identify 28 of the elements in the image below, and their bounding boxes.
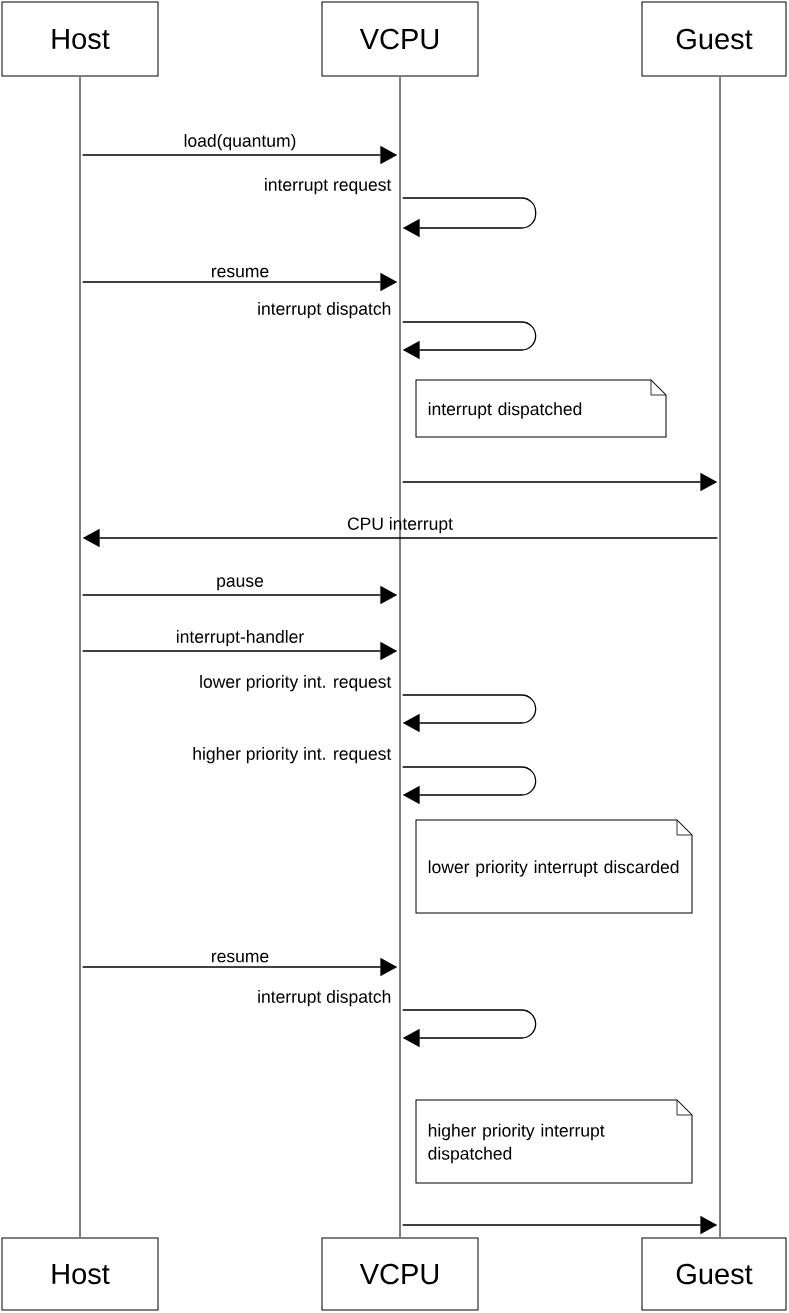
lifeline xyxy=(79,76,81,1238)
message-label: interrupt dispatch xyxy=(258,990,391,1007)
participant-box: VCPU xyxy=(321,1,479,77)
self-message-arrow xyxy=(402,694,537,733)
message-label: resume xyxy=(212,952,269,963)
lifeline xyxy=(399,76,401,1238)
lifeline xyxy=(719,76,721,1238)
self-message-arrow xyxy=(402,766,537,805)
note: lower priority interrupt discarded xyxy=(415,819,693,914)
participant-box: VCPU xyxy=(321,1237,479,1311)
message-label: interrupt dispatch xyxy=(258,302,391,319)
message-label: lower priority int. request xyxy=(200,675,392,692)
message-label: resume xyxy=(212,267,269,278)
self-message-arrow xyxy=(402,321,537,360)
message-label: pause xyxy=(217,577,264,591)
message-label: higher priority int. request xyxy=(193,747,392,764)
message-label: interrupt-handler xyxy=(177,630,304,647)
note: interrupt dispatched xyxy=(415,379,667,438)
message-label: load(quantum) xyxy=(184,134,296,151)
note: higher priority interrupt dispatched xyxy=(415,1099,693,1184)
self-message-arrow xyxy=(402,197,537,238)
self-message-arrow xyxy=(402,1009,537,1048)
participant-box: Host xyxy=(1,1,159,77)
message-label: CPU interrupt xyxy=(347,517,453,534)
message-label: interrupt request xyxy=(265,178,392,195)
participant-box: Host xyxy=(1,1237,159,1311)
participant-box: Guest xyxy=(641,1,787,77)
participant-box: Guest xyxy=(641,1237,787,1311)
